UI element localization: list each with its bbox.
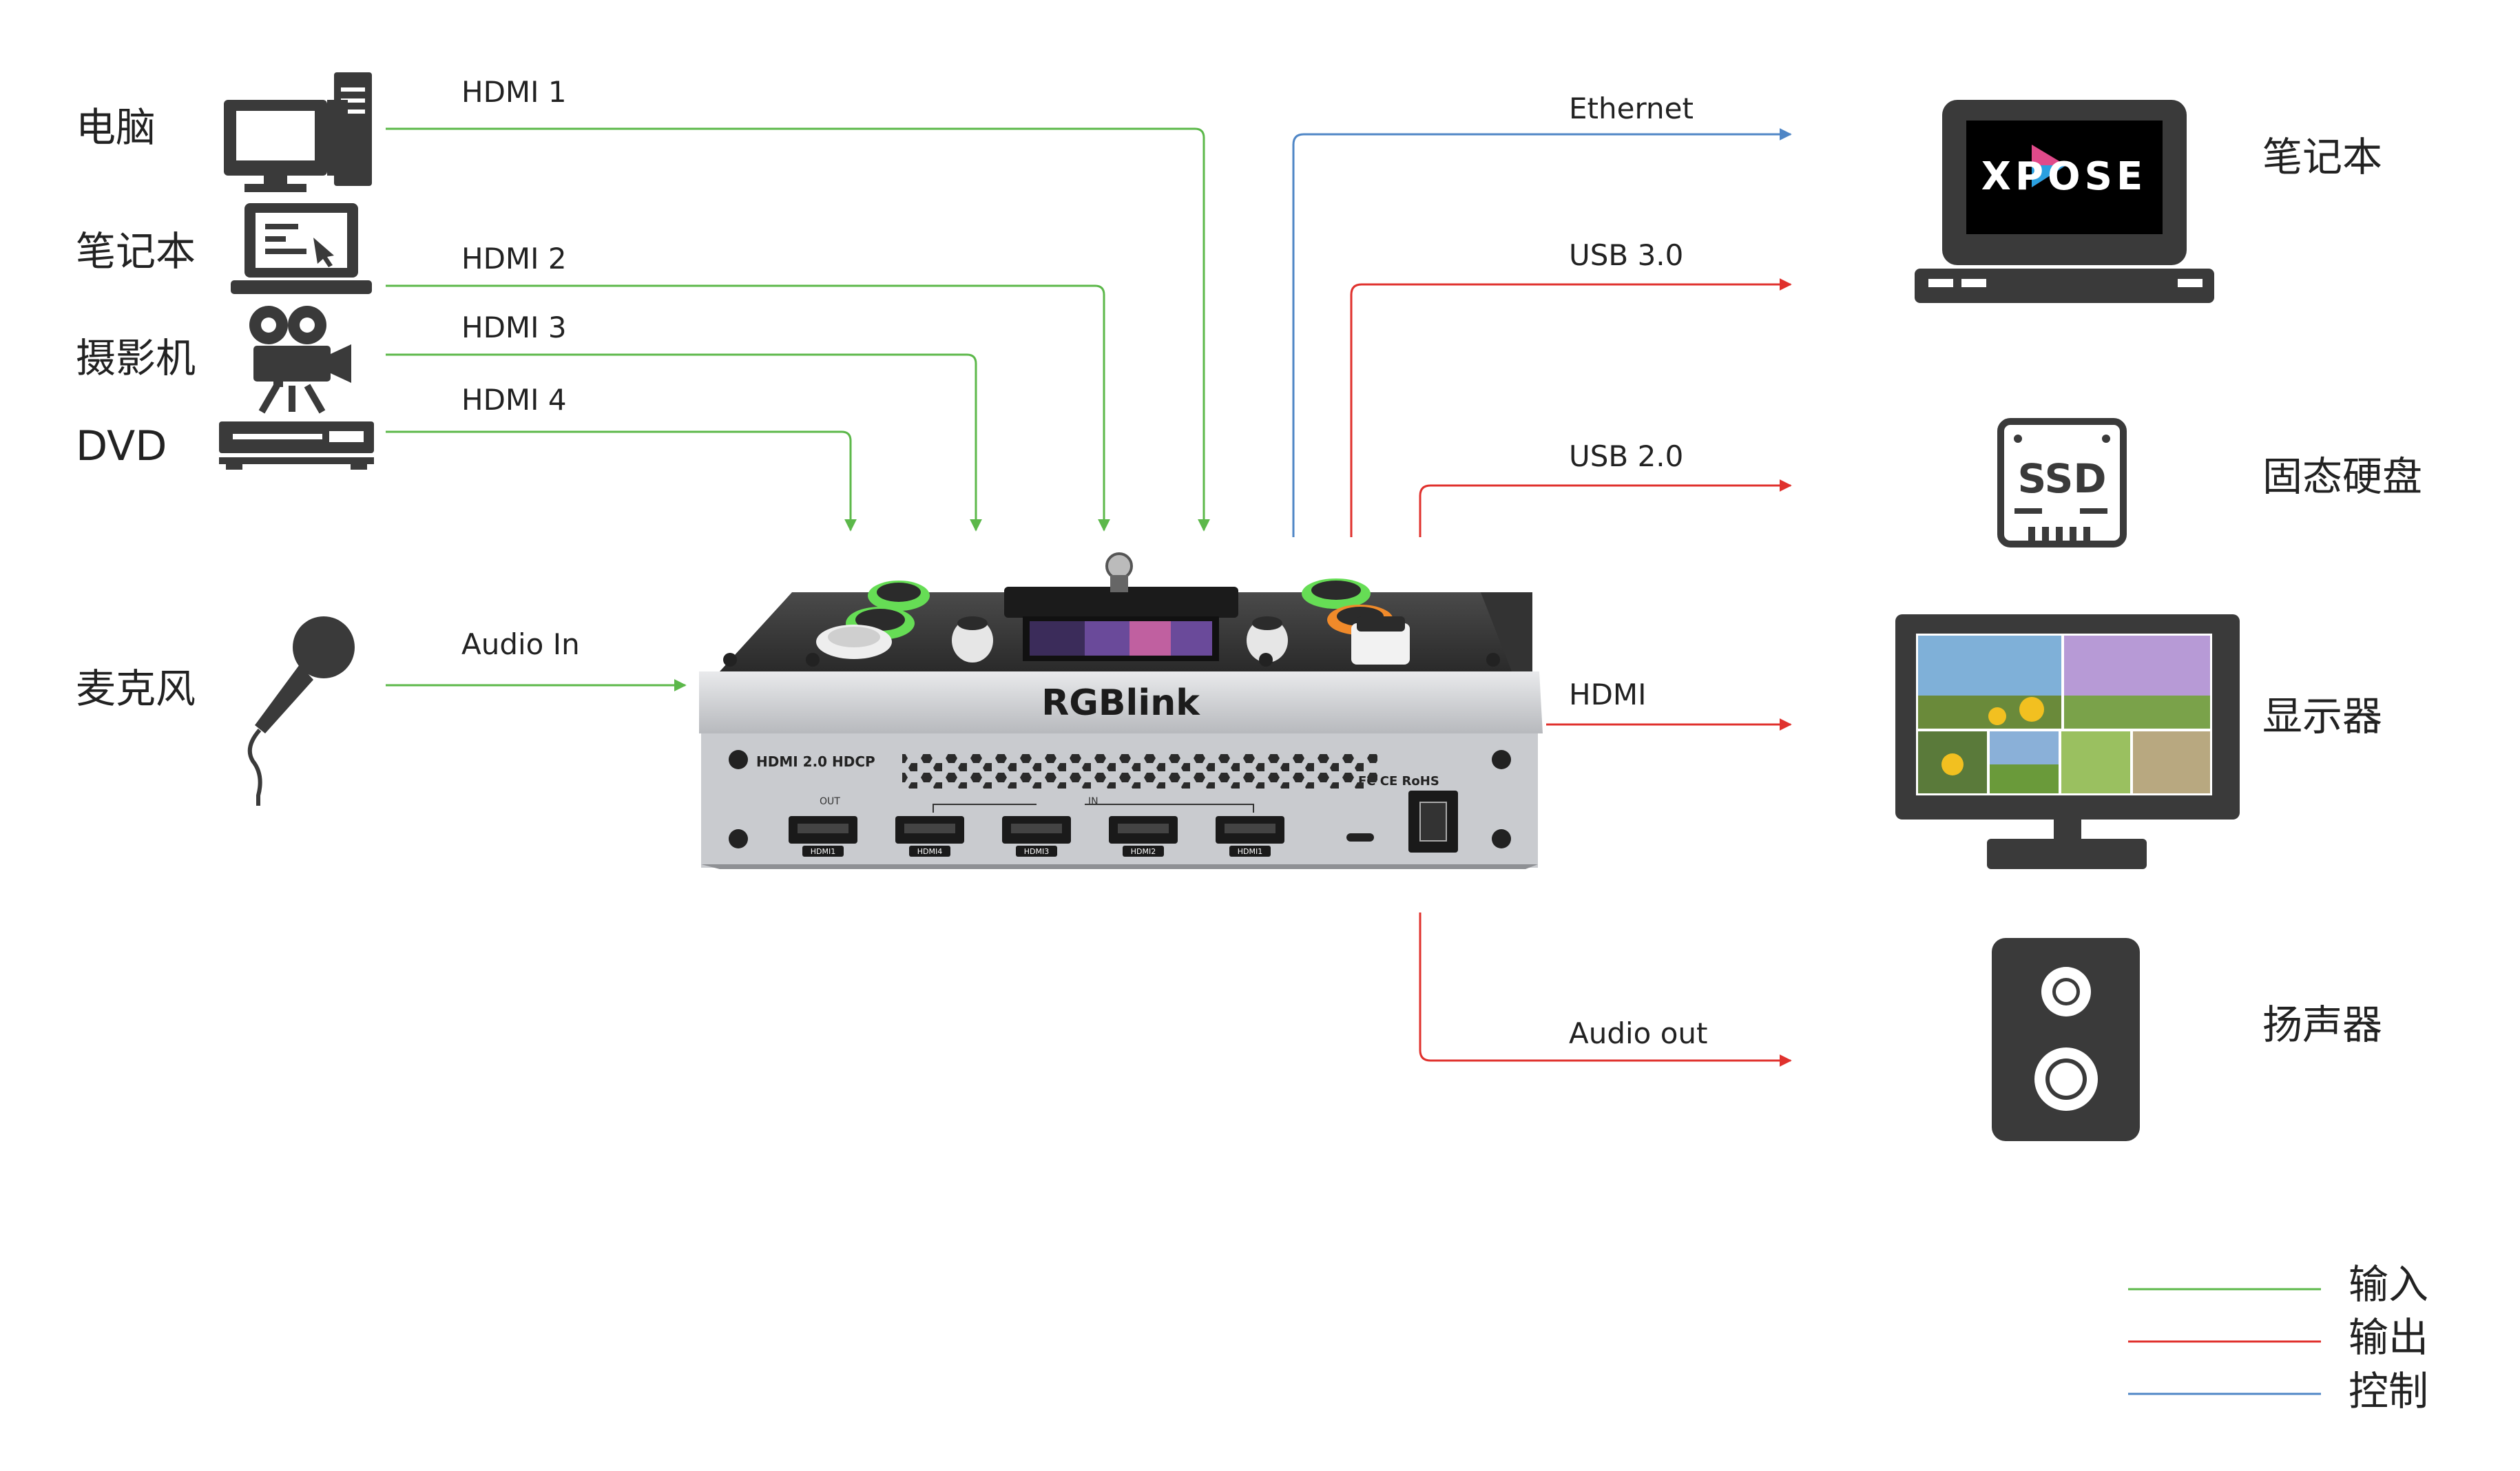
ssd-icon: SSD [1997,418,2127,547]
xpose-logo: XPOSE [1981,154,2147,199]
legend: 输入 输出 控制 [2128,1261,2428,1415]
audio-out-line [1419,912,1792,1067]
legend-input-label: 输入 [2349,1261,2428,1308]
usb30-label: USB 3.0 [1569,238,1683,272]
hdmi4-label: HDMI 4 [461,383,567,417]
input-lines [386,127,1210,691]
hdmi3-line [386,353,982,532]
output-device-labels: 笔记本 固态硬盘 显示器 扬声器 [2262,134,2422,1048]
usb20-line [1419,479,1792,537]
dvd-player-icon [219,421,374,470]
usb30-line [1350,278,1792,537]
hdmi2-line [386,284,1110,532]
laptop-output-label: 笔记本 [2262,134,2382,180]
hdmi4-line [386,430,857,532]
hdmi3-label: HDMI 3 [461,311,567,344]
hdmi-port: HDMI2 [1109,816,1178,857]
output-lines [1292,128,1792,1067]
port-label: HDMI1 [1238,847,1262,856]
hdmi-port: HDMI1 [1216,816,1284,857]
audio-in-label: Audio In [461,627,580,661]
ethernet-line [1292,128,1792,537]
cert-label: FC CE RoHS [1358,774,1439,789]
laptop-input-label: 笔记本 [76,228,196,275]
ssd-output-label: 固态硬盘 [2262,453,2422,500]
usb20-label: USB 2.0 [1569,439,1683,473]
computer-icon [224,72,372,192]
speaker-output-label: 扬声器 [2262,1001,2382,1048]
legend-output-label: 输出 [2349,1314,2428,1361]
preview-screen [1004,552,1238,661]
usb-c-port [1346,833,1374,842]
ssd-label: SSD [2017,455,2106,502]
spec-label: HDMI 2.0 HDCP [756,753,875,770]
control-buttons [816,578,1410,665]
monitor-icon [1895,614,2240,869]
port-out-label: OUT [820,796,840,807]
rgblink-switcher: RGBlink HDMI 2.0 HDCP FC CE RoHS OUT IN … [699,552,1543,869]
port-label: HDMI1 [811,847,835,856]
vent-grille [902,754,1377,789]
dvd-label: DVD [76,422,167,470]
hdmi2-label: HDMI 2 [461,242,567,275]
hdmi-port: HDMI3 [1002,816,1071,857]
speaker-icon [1992,938,2140,1141]
link-labels: HDMI 1 HDMI 2 HDMI 3 HDMI 4 Audio In Eth… [461,75,1708,1050]
display-output-label: 显示器 [2262,693,2382,740]
port-label: HDMI2 [1131,847,1156,856]
port-in-label: IN [1088,796,1098,807]
device-front-top [699,671,1543,733]
port-label: HDMI3 [1024,847,1049,856]
camera-label: 摄影机 [76,335,196,382]
laptop-input-icon [231,203,372,294]
camera-icon [249,306,351,414]
laptop-output-icon: XPOSE [1915,100,2214,303]
port-label: HDMI4 [917,847,942,856]
hdmi-port: HDMI1 [789,816,857,857]
input-source-labels: 电脑 笔记本 摄影机 DVD 麦克风 [76,104,196,712]
microphone-icon [247,616,355,806]
audio-out-label: Audio out [1569,1016,1708,1050]
hdmi-ports: HDMI1 HDMI4 HDMI3 HDMI2 HDMI1 [789,816,1284,857]
computer-label: 电脑 [76,104,156,151]
hdmi-out-label: HDMI [1569,678,1647,711]
ethernet-label: Ethernet [1569,92,1694,125]
legend-control-label: 控制 [2349,1368,2428,1415]
brand-logo: RGBlink [1041,682,1200,724]
hdmi-port: HDMI4 [895,816,964,857]
hdmi1-line [386,127,1210,532]
hdmi1-label: HDMI 1 [461,75,567,109]
microphone-label: 麦克风 [76,665,196,712]
